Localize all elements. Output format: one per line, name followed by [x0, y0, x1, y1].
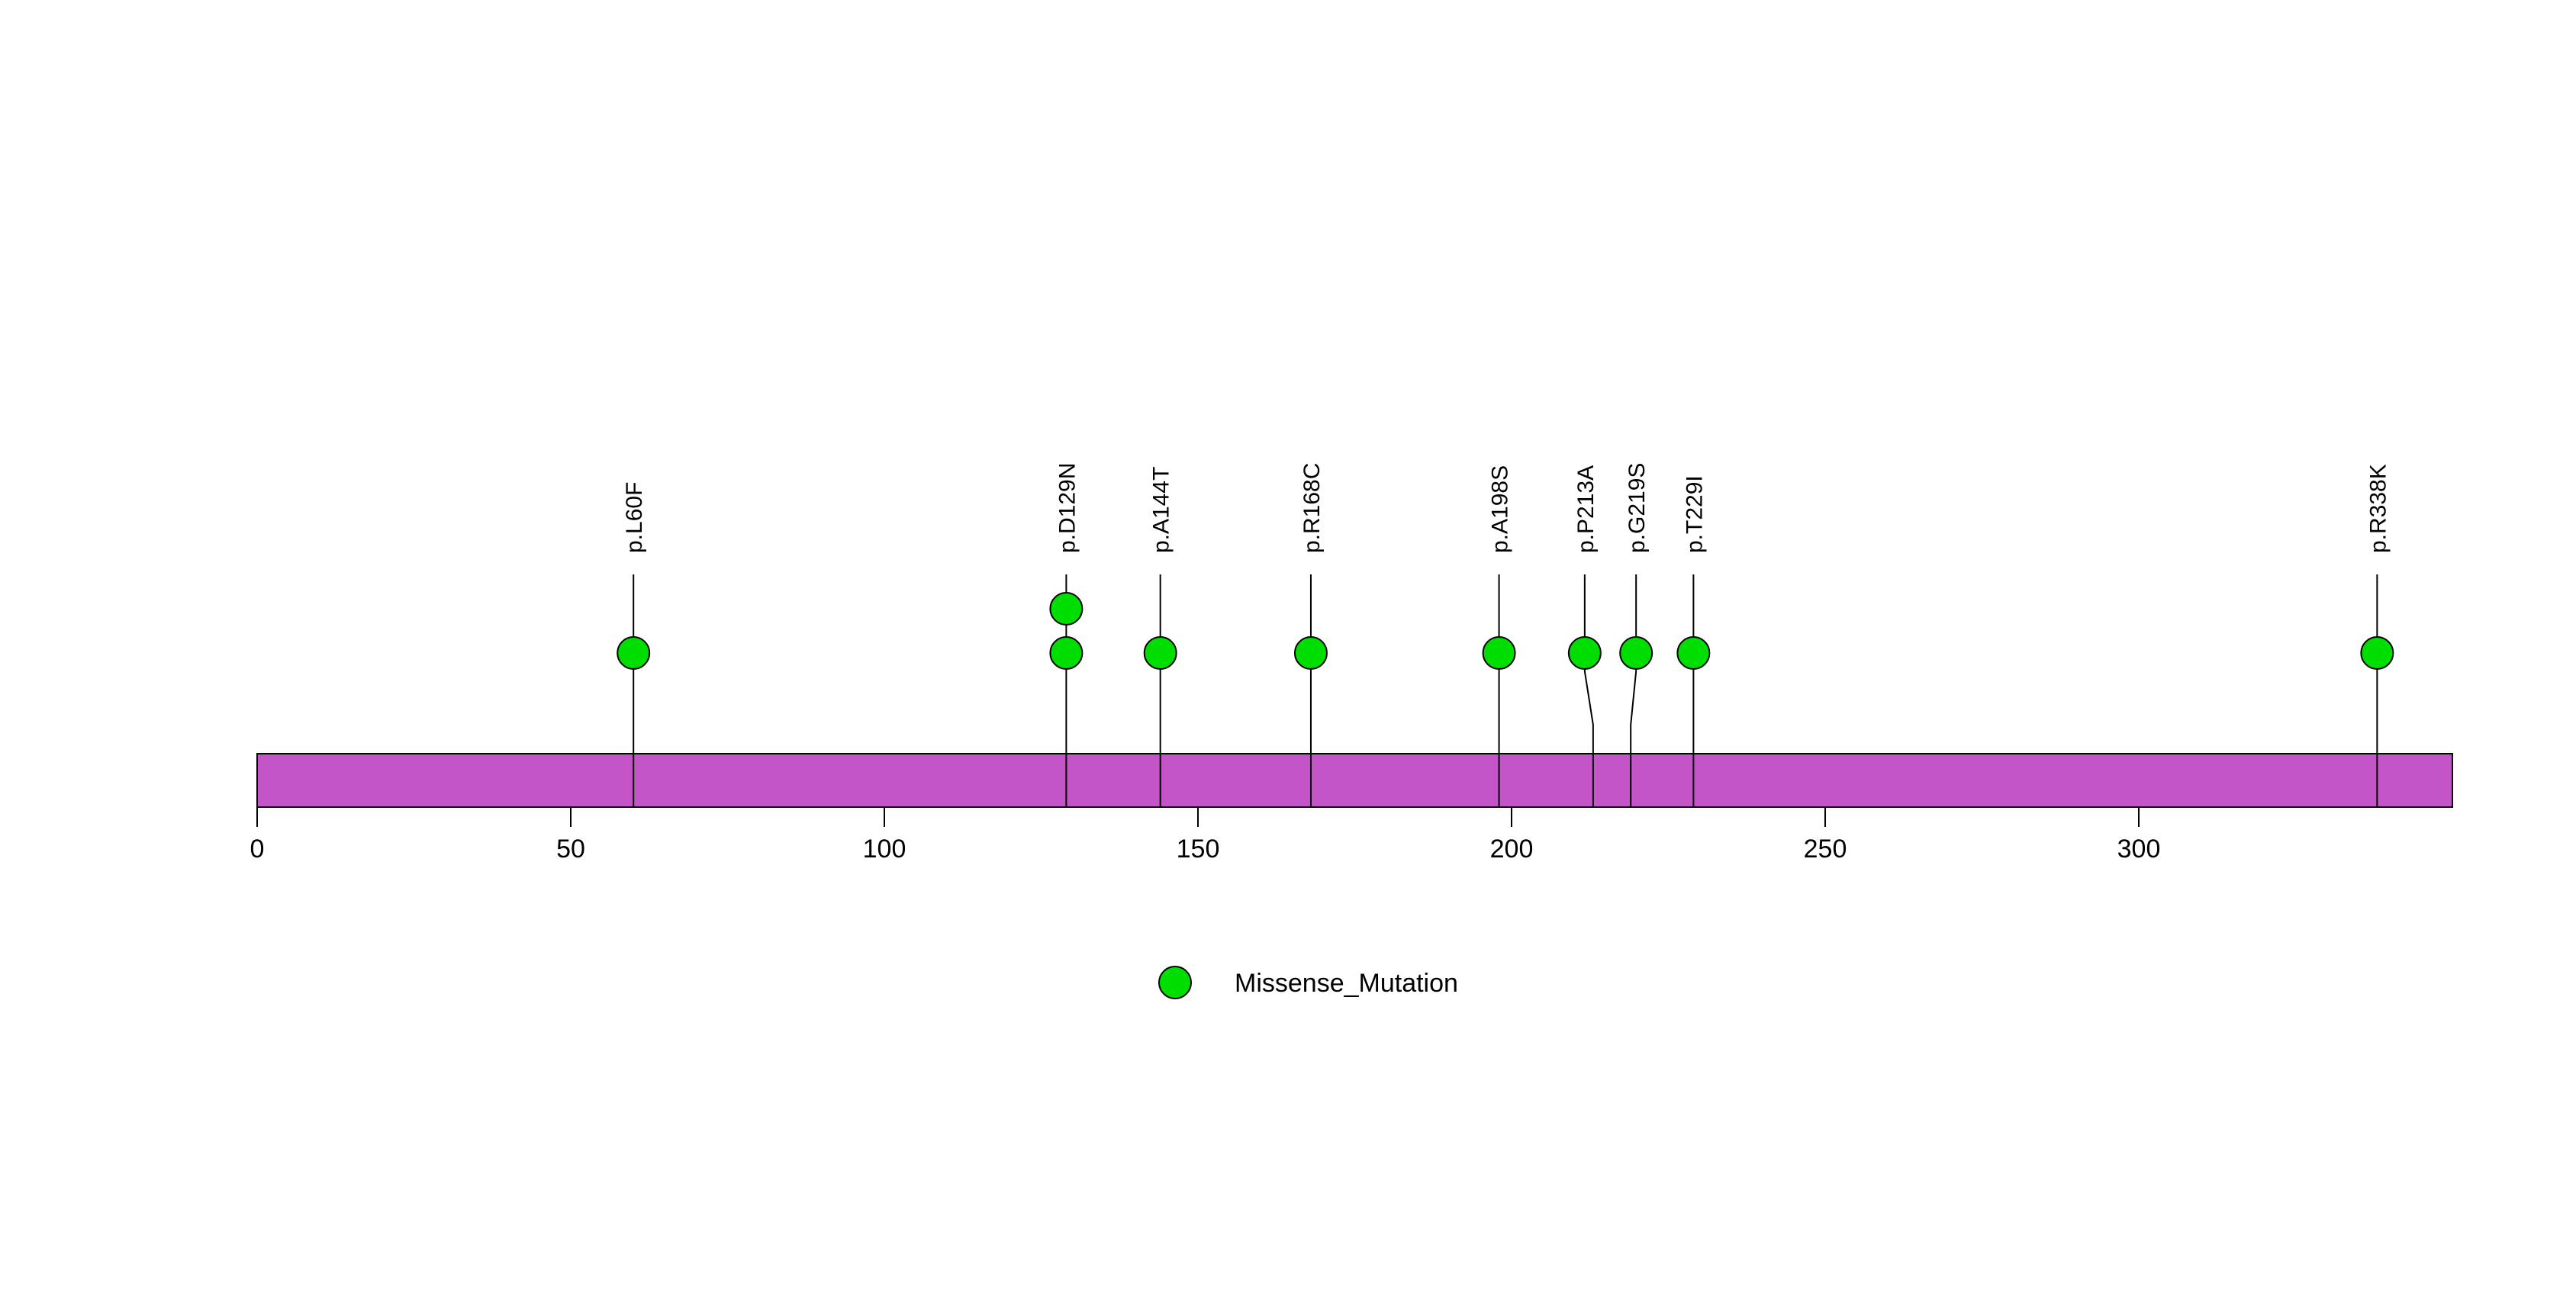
mutation-circle: [1482, 636, 1516, 670]
axis-tick-label: 100: [863, 835, 906, 864]
mutation-circle: [2360, 636, 2394, 670]
mutation-label: p.P213A: [1573, 465, 1599, 553]
mutation-circle: [1143, 636, 1177, 670]
mutation-label: p.D129N: [1055, 463, 1080, 553]
mutation-label: p.A144T: [1149, 467, 1174, 553]
axis-tick-label: 300: [2117, 835, 2161, 864]
mutation-stick: [1583, 574, 1594, 807]
mutation-circle: [1293, 636, 1328, 670]
mutation-label: p.T229I: [1682, 475, 1707, 553]
mutation-label: p.A198S: [1488, 465, 1513, 553]
mutation-label: p.R168C: [1299, 463, 1325, 553]
axis-tick-label: 250: [1804, 835, 1847, 864]
mutation-circle: [1619, 636, 1653, 670]
axis-tick-label: 0: [250, 835, 265, 864]
mutation-stick: [1630, 574, 1637, 807]
mutation-circle: [1676, 636, 1711, 670]
mutation-circle: [617, 636, 651, 670]
mutation-circle: [1049, 592, 1084, 626]
mutation-label: p.R338K: [2365, 464, 2391, 553]
mutation-label: p.G219S: [1624, 463, 1650, 553]
mutation-label: p.L60F: [622, 482, 647, 553]
legend-label: Missense_Mutation: [1235, 969, 1458, 998]
axis-tick-label: 200: [1490, 835, 1534, 864]
mutation-circle: [1567, 636, 1602, 670]
axis-tick-label: 50: [556, 835, 585, 864]
legend-swatch-circle: [1158, 966, 1192, 999]
mutation-circle: [1049, 636, 1084, 670]
axis-tick-label: 150: [1177, 835, 1220, 864]
protein-bar: [256, 753, 2453, 808]
